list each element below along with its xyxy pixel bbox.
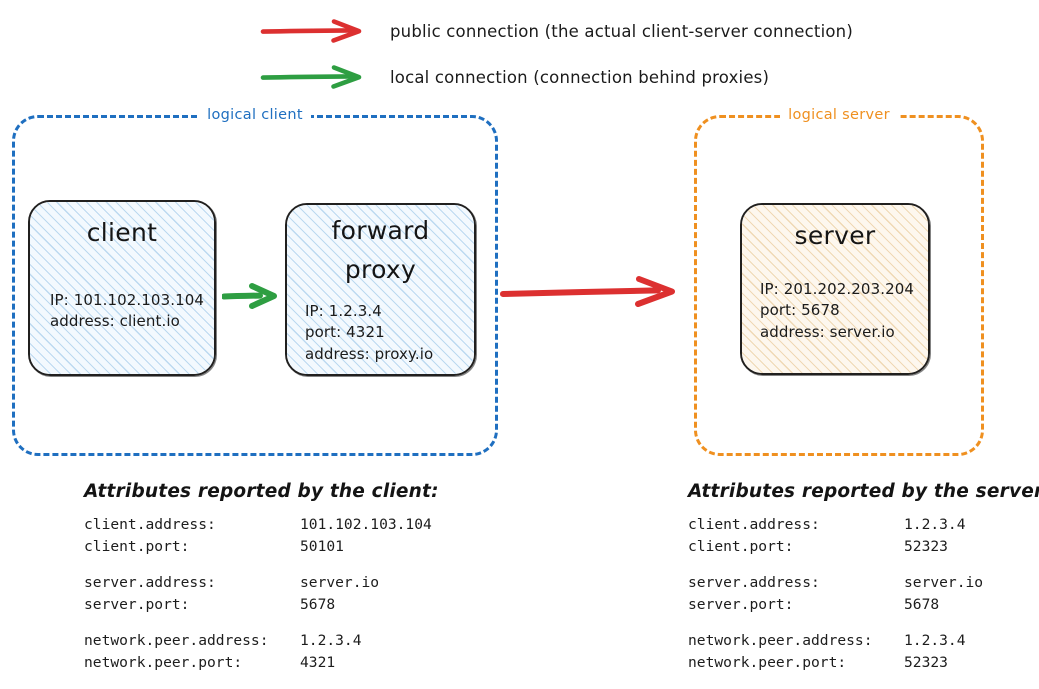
attribute-key: server.address:	[688, 574, 820, 592]
green-arrow-icon	[260, 64, 372, 90]
attribute-key: server.port:	[84, 595, 190, 613]
node-proxy-title-line2: proxy	[344, 255, 417, 284]
attribute-key: client.port:	[84, 537, 190, 555]
attribute-row: network.peer.port: 4321	[84, 652, 514, 674]
attribute-group: server.address: server.io server.port: 5678	[84, 572, 514, 615]
logical-client-container: logical client	[12, 107, 498, 456]
node-client-ip: IP: 101.102.103.104	[50, 291, 205, 309]
attribute-value: 1.2.3.4	[300, 632, 362, 650]
node-client: client IP: 101.102.103.104 address: clie…	[28, 200, 216, 376]
legend: public connection (the actual client-ser…	[260, 8, 960, 100]
attributes-server-body: client.address: 1.2.3.4 client.port: 52323 s…	[688, 514, 1039, 674]
attribute-row: client.address: 101.102.103.104	[84, 514, 514, 536]
attribute-key: network.peer.port:	[688, 653, 847, 671]
node-proxy-address: address: proxy.io	[305, 344, 434, 363]
attribute-value: 5678	[904, 595, 940, 613]
attribute-key: client.port:	[688, 537, 794, 555]
node-forward-proxy: forward proxy IP: 1.2.3.4 port: 4321 add…	[285, 203, 476, 376]
attribute-value: server.io	[904, 574, 984, 592]
node-server: server IP: 201.202.203.204 port: 5678 ad…	[740, 203, 930, 375]
legend-item-public: public connection (the actual client-ser…	[260, 8, 960, 54]
attributes-client-heading: Attributes reported by the client:	[84, 481, 439, 502]
node-server-port: port: 5678	[760, 301, 840, 320]
node-client-attributes: IP: 101.102.103.104 address: client.io	[50, 290, 214, 333]
attributes-server-heading: Attributes reported by the server:	[688, 481, 1039, 502]
attribute-row: server.address: server.io	[688, 572, 1039, 594]
node-server-address: address: server.io	[760, 322, 895, 341]
attribute-value: 52323	[904, 537, 948, 555]
arrow-proxy-to-server	[500, 272, 680, 312]
attribute-key: client.address:	[84, 516, 216, 533]
attribute-key: network.peer.address:	[84, 632, 269, 650]
attribute-row: server.address: server.io	[84, 572, 514, 594]
attribute-key: network.peer.address:	[688, 632, 873, 650]
attribute-key: server.address:	[84, 574, 216, 592]
logical-client-label: logical client	[15, 107, 495, 123]
node-proxy-title-line1: forward	[331, 216, 430, 245]
arrow-client-to-proxy	[221, 280, 288, 312]
attribute-row: server.port: 5678	[688, 594, 1039, 616]
attribute-value: 5678	[300, 595, 336, 613]
attribute-value: 4321	[300, 653, 336, 671]
attribute-row: network.peer.port: 52323	[688, 652, 1039, 674]
attribute-key: network.peer.port:	[84, 653, 243, 671]
attribute-group: server.address: server.io server.port: 5678	[688, 572, 1039, 615]
attribute-group: client.address: 1.2.3.4 client.port: 52323	[688, 514, 1039, 557]
legend-item-local: local connection (connection behind prox…	[260, 54, 960, 100]
node-server-attributes: IP: 201.202.203.204 port: 5678 address: …	[760, 279, 928, 343]
attribute-row: client.port: 50101	[84, 536, 514, 558]
attribute-row: network.peer.address: 1.2.3.4	[688, 630, 1039, 652]
attribute-row: server.port: 5678	[84, 594, 514, 616]
attributes-client-body: client.address: 101.102.103.104 client.por…	[84, 514, 514, 674]
node-server-hatch	[742, 205, 928, 373]
attribute-value: 50101	[300, 537, 344, 555]
legend-label-local: local connection (connection behind prox…	[390, 67, 770, 87]
node-proxy-ip: IP: 1.2.3.4	[305, 302, 382, 320]
attribute-value: 101.102.103.104	[300, 516, 432, 533]
node-proxy-attributes: IP: 1.2.3.4 port: 4321 address: proxy.io	[305, 301, 474, 365]
attribute-group: client.address: 101.102.103.104 client.por…	[84, 514, 514, 557]
attribute-row: network.peer.address: 1.2.3.4	[84, 630, 514, 652]
legend-label-public: public connection (the actual client-ser…	[390, 21, 853, 41]
attribute-row: client.address: 1.2.3.4	[688, 514, 1039, 536]
attribute-key: server.port:	[688, 595, 794, 613]
attributes-reported-by-client: Attributes reported by the client: clien…	[84, 481, 514, 689]
node-server-ip: IP: 201.202.203.204	[760, 280, 915, 298]
node-client-hatch	[30, 202, 214, 374]
attribute-value: 1.2.3.4	[904, 632, 966, 650]
node-proxy-port: port: 4321	[305, 323, 385, 342]
logical-server-container: logical server	[694, 107, 984, 456]
node-client-title: client	[86, 218, 158, 247]
node-server-title: server	[794, 221, 876, 250]
attribute-value: 52323	[904, 653, 948, 671]
red-arrow-icon	[260, 18, 372, 44]
attributes-reported-by-server: Attributes reported by the server: clien…	[688, 481, 1039, 689]
attribute-key: client.address:	[688, 516, 820, 533]
node-proxy-hatch	[287, 205, 474, 374]
node-client-address: address: client.io	[50, 312, 180, 331]
attribute-value: server.io	[300, 574, 380, 592]
logical-server-label: logical server	[697, 107, 981, 123]
attribute-value: 1.2.3.4	[904, 516, 966, 533]
attribute-row: client.port: 52323	[688, 536, 1039, 558]
